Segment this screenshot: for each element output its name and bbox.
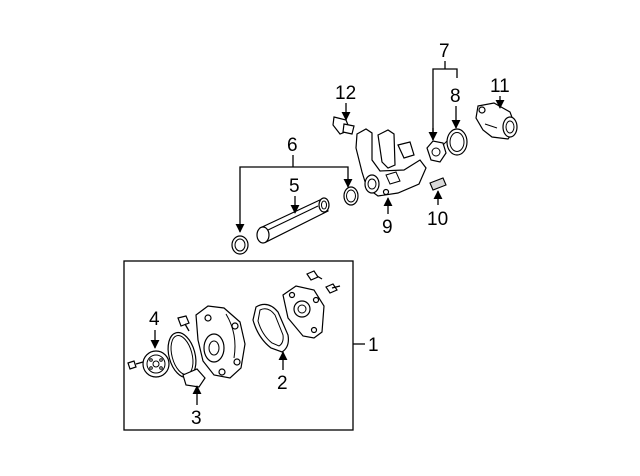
callout-10: 10 <box>427 209 448 230</box>
outlet-housing-part <box>355 128 427 197</box>
callout-12: 12 <box>335 83 356 104</box>
callout-8: 8 <box>450 86 461 107</box>
callout-7: 7 <box>439 41 450 62</box>
housing-gasket-part <box>252 303 289 353</box>
pump-housing-plate-part <box>282 285 325 339</box>
pulley-part <box>142 350 170 378</box>
pump-assembly-frame <box>123 260 354 431</box>
callout-1: 1 <box>368 335 379 356</box>
callout-11: 11 <box>490 76 510 97</box>
water-pipe-part <box>256 197 330 244</box>
water-pump-body-part <box>195 305 246 379</box>
pulley-bolt-part <box>127 360 144 370</box>
callout-6: 6 <box>287 135 298 156</box>
callout-5: 5 <box>289 176 300 197</box>
pump-seal-part <box>182 368 206 388</box>
pipe-o-ring-left-part <box>231 235 249 255</box>
temperature-sensor-part <box>332 116 355 135</box>
water-outlet-part <box>475 102 518 140</box>
callout-4: 4 <box>149 309 160 330</box>
plate-bolt-part-2 <box>325 283 341 294</box>
callout-9: 9 <box>382 217 393 238</box>
plate-bolt-part <box>306 270 323 281</box>
housing-bolt-part <box>177 315 190 332</box>
housing-gasket-small-part <box>429 177 447 191</box>
thermostat-part <box>426 139 449 163</box>
callout-3: 3 <box>191 408 202 429</box>
callout-2: 2 <box>277 373 288 394</box>
